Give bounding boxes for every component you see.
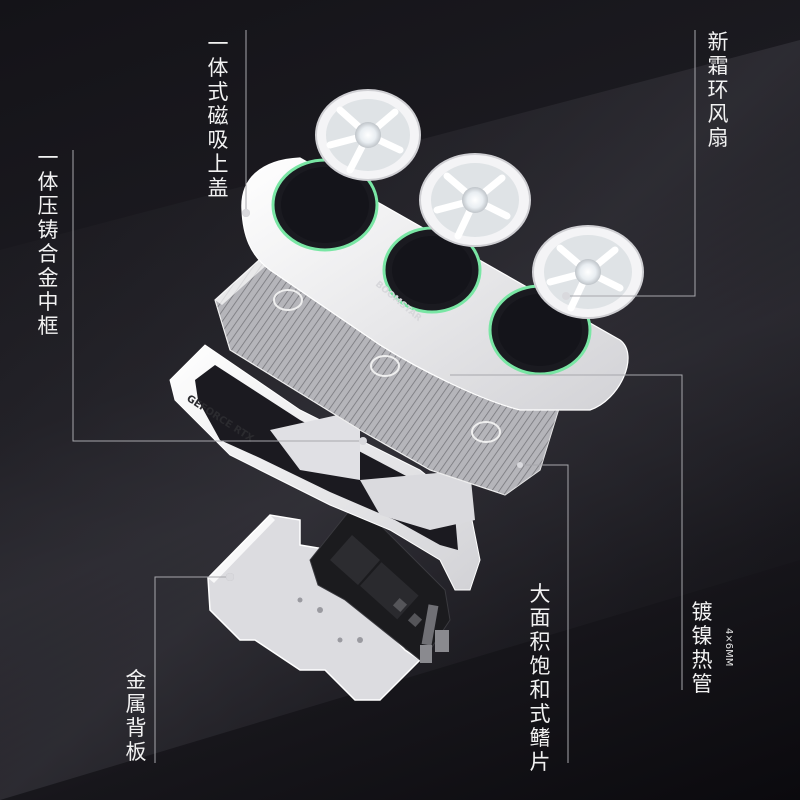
fan-1 — [315, 89, 421, 181]
leader-fins — [520, 464, 569, 763]
fan-2 — [419, 153, 531, 247]
label-fins: 大面积饱和式鳍片 — [529, 582, 551, 774]
label-midframe: 一体压铸合金中框 — [37, 146, 59, 338]
leader-heatpipe — [450, 374, 683, 690]
heatsink-fins — [214, 249, 561, 496]
label-top-cover: 一体式磁吸上盖 — [207, 32, 229, 200]
leader-backplate — [154, 576, 230, 763]
alloy-midframe: GEFORCE RTX — [169, 344, 481, 591]
label-heatpipe-spec: 4×6MM — [723, 628, 734, 667]
label-heatpipe: 镀镍热管 — [691, 600, 713, 696]
leader-dots — [226, 209, 570, 581]
fan-3 — [532, 225, 644, 319]
leader-lines — [72, 30, 696, 763]
leader-fans — [566, 30, 696, 297]
pcb-board — [309, 509, 451, 663]
label-backplate: 金属背板 — [125, 668, 147, 764]
leader-midframe — [72, 150, 363, 442]
label-fans: 新霜环风扇 — [707, 30, 729, 150]
